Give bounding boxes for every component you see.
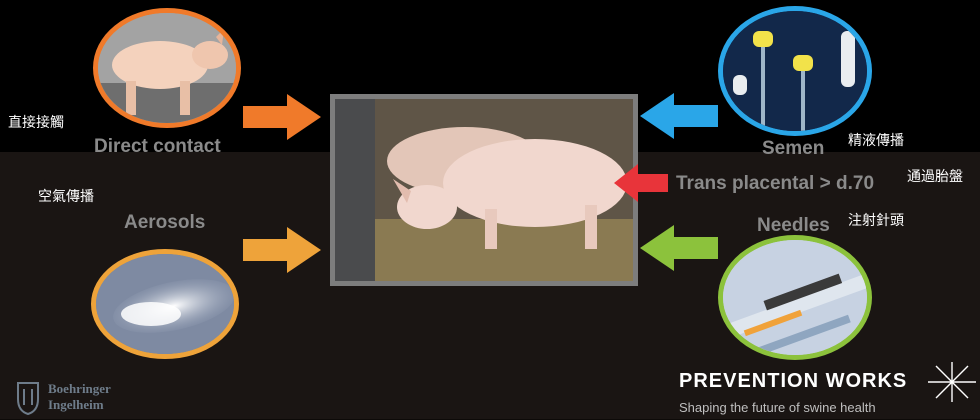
prevention-works-title: PREVENTION WORKS bbox=[679, 370, 907, 393]
semen-arrow bbox=[640, 93, 718, 139]
trans-placental-arrow bbox=[614, 164, 668, 202]
aerosols-zh-label: 空氣傳播 bbox=[38, 186, 94, 206]
direct-contact-image bbox=[93, 8, 241, 128]
needles-zh-label: 注射針頭 bbox=[848, 210, 904, 230]
aerosols-arrow bbox=[243, 227, 321, 273]
boehringer-line2: Ingelheim bbox=[48, 397, 111, 413]
aerosols-image bbox=[91, 249, 239, 359]
semen-zh-label: 精液傳播 bbox=[848, 130, 904, 150]
needles-label: Needles bbox=[757, 215, 830, 237]
boehringer-logo-icon bbox=[14, 381, 42, 415]
sparkle-icon bbox=[928, 362, 976, 402]
boehringer-logo-text: Boehringer Ingelheim bbox=[48, 381, 111, 413]
prevention-works-tagline: Shaping the future of swine health bbox=[679, 400, 876, 415]
needles-arrow bbox=[640, 225, 718, 271]
direct-contact-label: Direct contact bbox=[94, 136, 221, 158]
trans-placental-label: Trans placental > d.70 bbox=[676, 173, 874, 195]
semen-image bbox=[718, 6, 872, 136]
boehringer-ingelheim-logo: Boehringer Ingelheim bbox=[14, 381, 42, 420]
semen-label: Semen bbox=[762, 138, 824, 160]
direct-contact-zh-label: 直接接觸 bbox=[8, 112, 64, 132]
boehringer-line1: Boehringer bbox=[48, 381, 111, 397]
direct-contact-arrow bbox=[243, 94, 321, 140]
aerosols-label: Aerosols bbox=[124, 212, 205, 234]
needles-image bbox=[718, 235, 872, 360]
trans-placental-zh-label: 通過胎盤 bbox=[907, 166, 963, 186]
pigs-photo bbox=[330, 94, 638, 286]
